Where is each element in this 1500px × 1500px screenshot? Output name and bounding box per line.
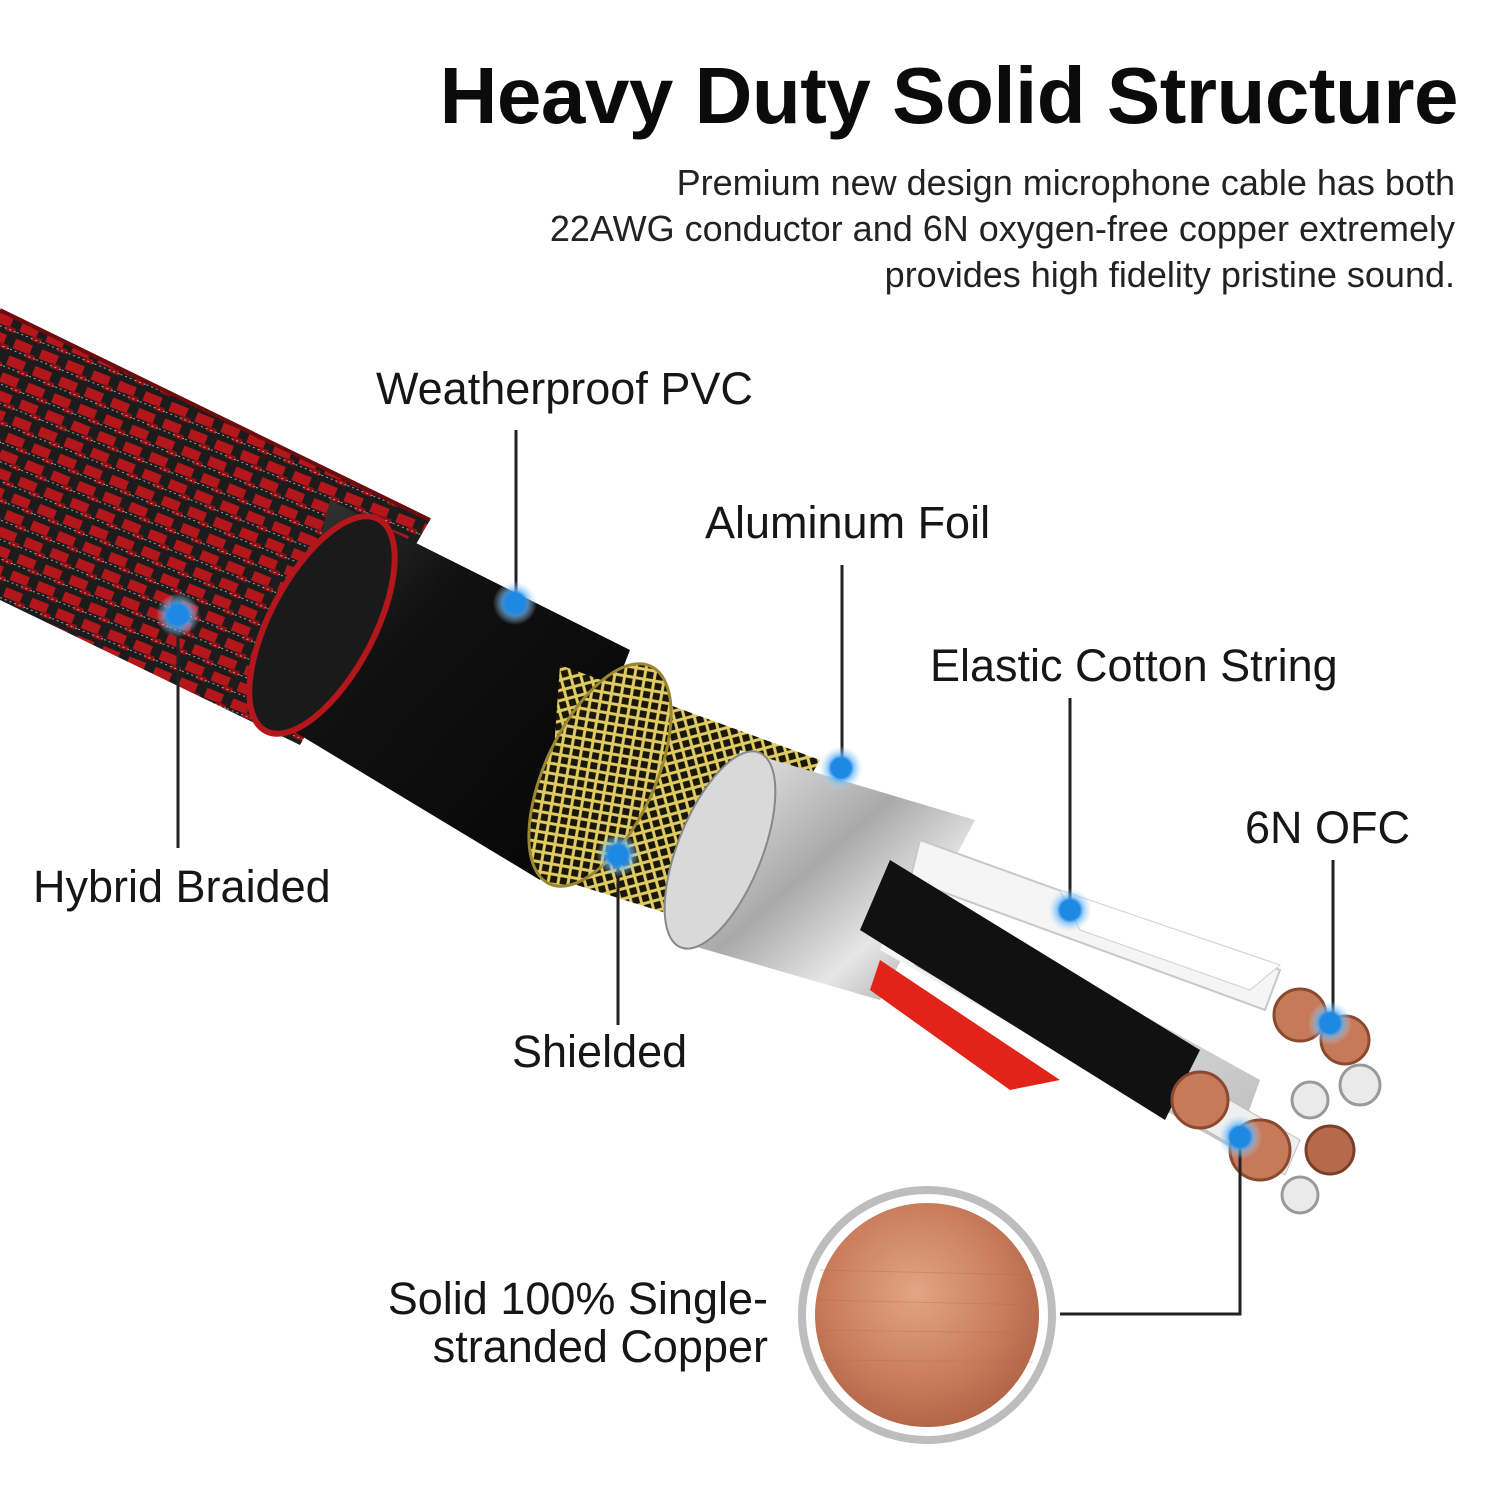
copper-cross-section bbox=[798, 1186, 1056, 1444]
leader-lines bbox=[176, 430, 1335, 1316]
label-hybrid-braided: Hybrid Braided bbox=[33, 861, 331, 912]
label-weatherproof-pvc: Weatherproof PVC bbox=[376, 363, 753, 414]
label-line: Solid 100% Single- bbox=[387, 1273, 768, 1324]
label-shielded: Shielded bbox=[512, 1026, 688, 1077]
marker-dot bbox=[1218, 1115, 1262, 1159]
label-aluminum-foil: Aluminum Foil bbox=[705, 497, 991, 548]
marker-dot bbox=[156, 593, 200, 637]
description-line: Premium new design microphone cable has … bbox=[676, 162, 1455, 203]
label-elastic-cotton-string: Elastic Cotton String bbox=[930, 640, 1338, 691]
label-6n-ofc: 6N OFC bbox=[1245, 802, 1411, 853]
description-line: provides high fidelity pristine sound. bbox=[884, 254, 1455, 295]
marker-dot bbox=[596, 833, 640, 877]
description-line: 22AWG conductor and 6N oxygen-free coppe… bbox=[549, 208, 1455, 249]
marker-dot bbox=[819, 746, 863, 790]
marker-dot bbox=[1048, 888, 1092, 932]
headline-title: Heavy Duty Solid Structure bbox=[439, 51, 1459, 140]
marker-dot bbox=[493, 581, 537, 625]
description: Premium new design microphone cable has … bbox=[550, 160, 1455, 298]
black-conductor bbox=[860, 860, 1200, 1120]
label-solid-copper: Solid 100% Single- stranded Copper bbox=[388, 1275, 768, 1371]
marker-dot bbox=[1308, 1001, 1352, 1045]
label-line: stranded Copper bbox=[432, 1321, 768, 1372]
red-filler bbox=[870, 960, 1060, 1090]
